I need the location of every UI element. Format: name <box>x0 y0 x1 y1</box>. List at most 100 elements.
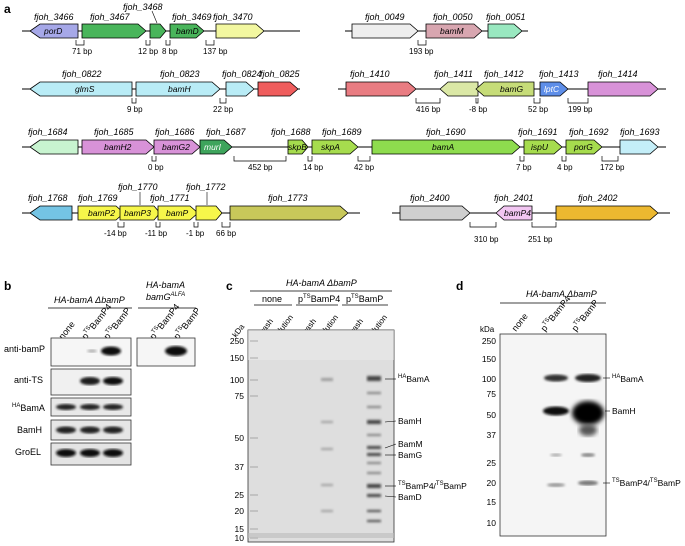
gene-fjoh_1770 <box>119 205 161 221</box>
lane-label-none: none <box>510 311 530 333</box>
gene-label: fjoh_3467 <box>90 12 131 22</box>
gene-fjoh_1690 <box>371 139 521 155</box>
group-label-bamp4: pTSBamP4 <box>298 294 340 304</box>
marker-label: 10 <box>487 518 497 528</box>
gap-label: 66 bp <box>216 229 237 238</box>
gene-label: fjoh_0049 <box>365 12 405 22</box>
gene-name: murI <box>204 142 222 152</box>
gene-fjoh_2402 <box>555 205 659 221</box>
gene-label: fjoh_0825 <box>260 69 301 79</box>
gene-label: fjoh_1684 <box>28 127 68 137</box>
marker-label: 150 <box>230 353 244 363</box>
gene-fjoh_0049 <box>351 23 419 39</box>
blot-habama <box>50 397 132 417</box>
operon-row2-right: fjoh_1410 fjoh_1411 fjoh_1412 fjoh_1413 … <box>338 69 666 114</box>
gene-fjoh_0822 <box>29 81 133 97</box>
marker-label: 100 <box>230 375 244 385</box>
gene-label: fjoh_1768 <box>28 193 68 203</box>
panel-b-title2-line2: bamGALFA <box>146 292 185 302</box>
gene-fjoh_1773 <box>229 205 349 221</box>
gene-label: fjoh_1410 <box>350 69 390 79</box>
gene-name: bamD <box>176 26 199 36</box>
band-label-bamg: BamG <box>398 450 422 460</box>
panel-label-b: b <box>4 279 11 293</box>
gene-label: fjoh_1688 <box>271 127 311 137</box>
row-label-anti-bamp: anti-bamP <box>4 344 45 354</box>
gap-label: 0 bp <box>148 163 164 172</box>
band-label-habama: HABamA <box>612 374 644 384</box>
operon-row4-right: fjoh_2400 fjoh_2401 fjoh_2402 bamP4 310 … <box>392 193 670 244</box>
gene-name: bamH2 <box>104 142 132 152</box>
gap-label: 172 bp <box>600 163 625 172</box>
gene-fjoh_2401 <box>495 205 533 221</box>
gap-label: 416 bp <box>416 105 441 114</box>
gene-name: bamH <box>168 84 192 94</box>
gene-name: bamP3 <box>124 208 151 218</box>
band-label-bamh: BamH <box>398 416 422 426</box>
gap-label: 452 bp <box>248 163 273 172</box>
panel-d-title: HA-bamA ΔbamP <box>526 289 597 299</box>
gene-fjoh_1768 <box>29 205 73 221</box>
marker-label: 150 <box>482 354 496 364</box>
blot-western <box>499 333 607 537</box>
panel-label-d: d <box>456 279 463 293</box>
gene-fjoh_1693 <box>619 139 659 155</box>
marker-label: 75 <box>487 389 497 399</box>
kda-label: kDa <box>480 325 495 334</box>
gene-name: ispU <box>531 142 549 152</box>
gene-fjoh_1688 <box>287 139 309 155</box>
gene-name: lptC <box>544 84 560 94</box>
gap-label: -11 bp <box>145 229 168 238</box>
gene-label: fjoh_1414 <box>598 69 638 79</box>
gene-name: bamP <box>166 208 189 218</box>
gene-label: fjoh_1771 <box>150 193 190 203</box>
gene-fjoh_3470 <box>215 23 265 39</box>
gene-label: fjoh_1772 <box>186 182 226 192</box>
gene-fjoh_1412 <box>475 81 535 97</box>
gene-label: fjoh_1693 <box>620 127 660 137</box>
group-label-none: none <box>262 294 282 304</box>
gap-label: -8 bp <box>469 105 488 114</box>
gene-name: skpA <box>321 142 340 152</box>
band-label-bamd: BamD <box>398 492 422 502</box>
gene-label: fjoh_0822 <box>62 69 102 79</box>
gene-name: bamM <box>440 26 465 36</box>
gap-label: 71 bp <box>72 47 93 56</box>
band-label-bamm: BamM <box>398 439 423 449</box>
marker-label: 25 <box>487 458 497 468</box>
gap-label: 9 bp <box>127 105 143 114</box>
gene-label: fjoh_2400 <box>410 193 450 203</box>
marker-label: 37 <box>487 430 497 440</box>
gene-fjoh_2400 <box>399 205 471 221</box>
gene-label: fjoh_1686 <box>155 127 195 137</box>
gap-label: -1 bp <box>186 229 205 238</box>
gene-label: fjoh_1691 <box>518 127 558 137</box>
gene-label: fjoh_3470 <box>213 12 253 22</box>
marker-label: 37 <box>235 462 245 472</box>
gene-label: fjoh_1769 <box>78 193 118 203</box>
lane-label-bamp4: pTSBamP4 <box>539 294 573 333</box>
gene-label: fjoh_1689 <box>322 127 362 137</box>
gene-fjoh_1685 <box>81 139 155 155</box>
gene-label: fjoh_1690 <box>426 127 466 137</box>
blot-groel <box>50 442 132 466</box>
marker-label: 10 <box>235 533 245 543</box>
gene-fjoh_1772 <box>195 205 223 221</box>
gene-name: porG <box>573 142 593 152</box>
marker-label: 15 <box>235 524 245 534</box>
gene-fjoh_3467 <box>81 23 147 39</box>
gene-fjoh_0051 <box>487 23 523 39</box>
gap-label: 193 bp <box>409 47 434 56</box>
marker-label: 20 <box>235 506 245 516</box>
marker-label: 20 <box>487 478 497 488</box>
panel-b-title2-line1: HA-bamA <box>146 280 185 290</box>
gene-fjoh_1691 <box>523 139 563 155</box>
band-label-bamp4-bamp: TSBamP4/TSBamP <box>398 481 467 491</box>
gene-fjoh_1687 <box>199 139 233 155</box>
gene-fjoh_1689 <box>311 139 359 155</box>
gap-label: 310 bp <box>474 235 499 244</box>
row-label-groel: GroEL <box>15 447 41 457</box>
band-label-habama: HABamA <box>398 374 430 384</box>
operon-row4-left: fjoh_1768 fjoh_1769 fjoh_1770 fjoh_1771 … <box>22 182 360 238</box>
